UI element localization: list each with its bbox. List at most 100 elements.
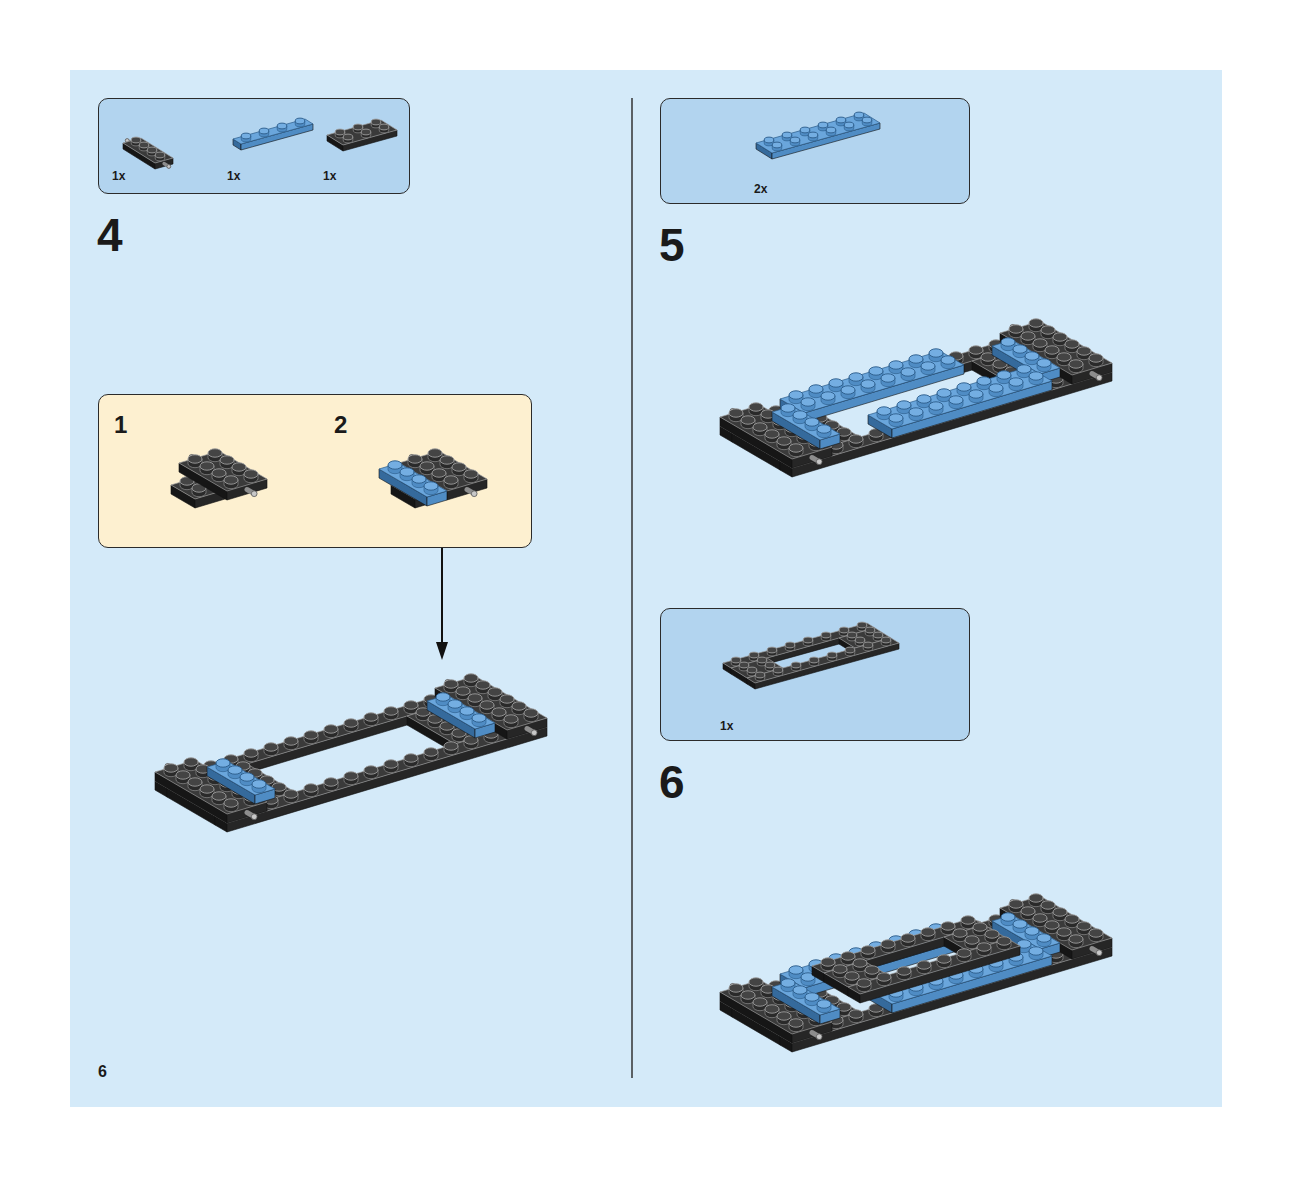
stud-top <box>800 127 810 133</box>
stud-top <box>767 647 777 653</box>
stud-top <box>512 702 526 710</box>
stud-top <box>781 404 795 412</box>
stud-top <box>364 713 378 721</box>
part-illustration <box>99 99 409 193</box>
stud-top <box>404 754 418 762</box>
stud-top <box>164 764 178 772</box>
stud-top <box>216 759 230 767</box>
stud-top <box>259 128 269 134</box>
stud-top <box>937 955 951 963</box>
stud-top <box>1057 928 1071 936</box>
stud-top <box>304 731 318 739</box>
stud-top <box>228 766 242 774</box>
stud-top <box>460 707 474 715</box>
label-slot: 6 <box>659 759 685 805</box>
stud-top <box>232 463 246 471</box>
stud-top <box>1041 326 1055 334</box>
axle-pin-end <box>1096 375 1102 381</box>
stud-top <box>849 373 863 381</box>
stud-top <box>749 403 763 411</box>
stud-top <box>929 349 943 357</box>
stud-top <box>1017 365 1031 373</box>
stud-top <box>244 470 258 478</box>
stud-top <box>917 961 931 969</box>
stud-top <box>1065 340 1079 348</box>
page-panel <box>70 70 1222 1107</box>
stud-top <box>865 966 879 974</box>
plate-top-face <box>731 658 783 678</box>
stud-top <box>877 407 891 415</box>
plate-top-face <box>780 940 1112 1043</box>
plate-top-face <box>123 138 173 163</box>
stud-top <box>284 790 298 798</box>
stud-top <box>1009 325 1023 333</box>
plate-front-face <box>860 946 1020 1003</box>
stud-top <box>456 687 470 695</box>
stud-top <box>244 749 258 757</box>
stud-top <box>472 714 486 722</box>
stud-top <box>444 742 458 750</box>
stud-top <box>841 952 855 960</box>
stud-top <box>388 461 402 469</box>
plate-top-face <box>772 406 840 440</box>
stud-top <box>805 993 819 1001</box>
stud-top <box>295 118 305 124</box>
stud-top <box>785 642 795 648</box>
stud-top <box>1053 333 1067 341</box>
stud-top <box>881 940 895 948</box>
stud-top <box>1037 359 1051 367</box>
stud-top <box>836 117 846 123</box>
stud-top <box>855 637 865 643</box>
part-illustration <box>661 609 969 740</box>
stud-top <box>845 647 855 653</box>
stud-top <box>755 672 765 678</box>
stud-top <box>1001 913 1015 921</box>
part-drawing <box>171 449 267 508</box>
stud-top <box>1001 338 1015 346</box>
stud-top <box>729 984 743 992</box>
stud-top <box>464 674 478 682</box>
stud-top <box>1045 346 1059 354</box>
stud-top <box>184 758 198 766</box>
plate-top-face <box>868 367 1052 429</box>
axle-pin-end <box>816 459 822 465</box>
stud-top <box>862 117 872 123</box>
stud-top <box>897 967 911 975</box>
stud-top <box>861 380 875 388</box>
stud-top <box>1025 352 1039 360</box>
stud-top <box>764 137 774 143</box>
stud-top <box>504 715 518 723</box>
plate-front-face <box>227 727 547 832</box>
plate-top-face <box>379 463 447 497</box>
part-quantity: 1x <box>112 170 125 182</box>
stud-top <box>793 411 807 419</box>
label-slot: 4 <box>97 212 123 258</box>
text-slot: 1 <box>114 413 127 437</box>
stud-top <box>765 1005 779 1013</box>
placement-arrow-head <box>436 642 448 660</box>
stud-top <box>324 725 338 733</box>
stud-top <box>1069 360 1083 368</box>
stud-top <box>1013 920 1027 928</box>
stud-top <box>857 622 867 628</box>
stud-top <box>953 929 967 937</box>
stud-top <box>468 694 482 702</box>
column-divider <box>631 98 633 1078</box>
stud-top <box>1041 901 1055 909</box>
stud-top <box>1053 908 1067 916</box>
stud-top <box>973 923 987 931</box>
stud-top <box>805 418 819 426</box>
stud-top <box>782 132 792 138</box>
stud-top <box>747 667 757 673</box>
stud-top <box>753 423 767 431</box>
stud-top <box>252 780 266 788</box>
stud-top <box>889 414 903 422</box>
stud-top <box>420 462 434 470</box>
stud-top <box>741 991 755 999</box>
label-slot: 5 <box>659 222 685 268</box>
stud-top <box>353 124 363 130</box>
stud-top <box>1025 927 1039 935</box>
stud-top <box>200 785 214 793</box>
stud-top <box>1045 921 1059 929</box>
